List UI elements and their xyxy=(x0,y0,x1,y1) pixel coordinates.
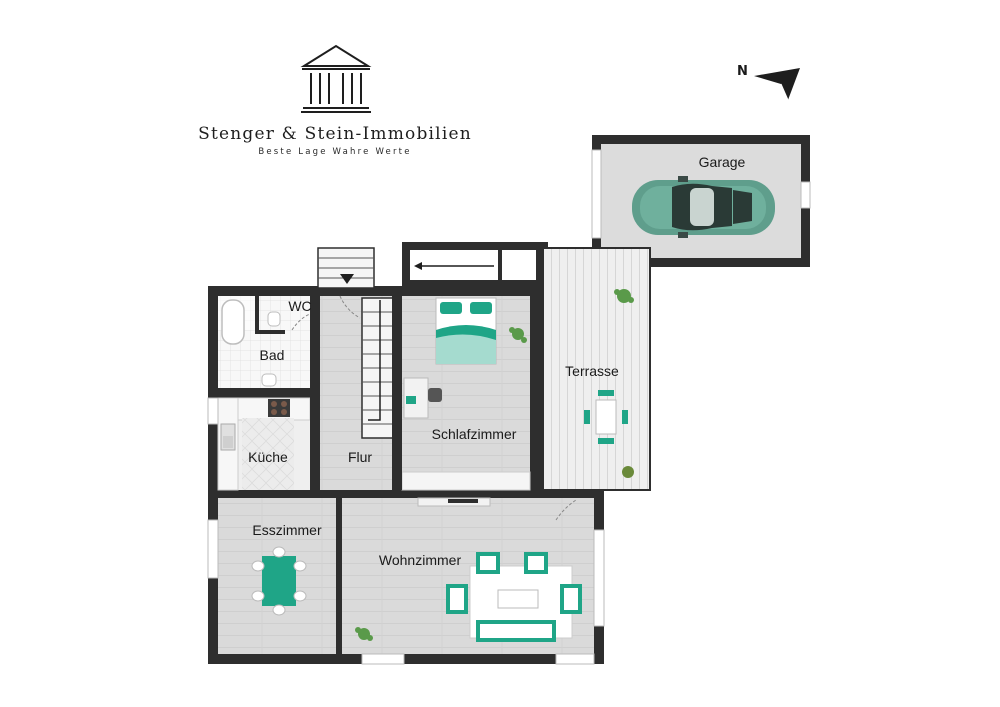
door-swings xyxy=(291,295,577,521)
plant-icon xyxy=(622,466,634,478)
room-label-esszimmer: Esszimmer xyxy=(252,522,322,538)
terrace-table-icon xyxy=(584,390,628,444)
esszimmer-room xyxy=(207,498,336,654)
bed-icon xyxy=(435,297,497,365)
room-label-schlafzimmer: Schlafzimmer xyxy=(431,426,517,442)
company-name: Stenger & Stein-Immobilien xyxy=(198,124,472,144)
company-tagline: Beste Lage Wahre Werte xyxy=(258,147,412,157)
room-label-flur: Flur xyxy=(347,449,373,465)
stove-icon xyxy=(268,399,290,417)
sideboard-icon xyxy=(417,497,491,507)
north-arrow-icon xyxy=(754,68,800,101)
wc-room xyxy=(255,296,310,334)
plant-icon xyxy=(614,289,634,303)
north-label: N xyxy=(737,64,748,79)
plant-icon xyxy=(509,327,527,343)
schlafzimmer-room xyxy=(392,296,531,491)
sink-icon xyxy=(220,423,236,451)
storage-block xyxy=(402,242,548,296)
car-icon xyxy=(632,176,775,238)
kueche-room xyxy=(207,397,311,491)
entrance-steps xyxy=(317,247,375,289)
desk-icon xyxy=(403,377,442,419)
room-label-garage: Garage xyxy=(698,154,746,170)
sofa-dining-icon xyxy=(446,552,582,642)
plant-icon xyxy=(355,627,373,641)
logo-building-icon xyxy=(300,44,372,113)
room-label-wohnzimmer: Wohnzimmer xyxy=(378,552,462,568)
terrasse-area xyxy=(536,247,651,491)
room-label-kueche: Küche xyxy=(248,449,288,465)
dining-table-small-icon xyxy=(251,546,307,616)
room-label-wc: WC xyxy=(288,298,312,314)
room-label-terrasse: Terrasse xyxy=(565,363,619,379)
room-label-bad: Bad xyxy=(259,347,285,363)
wohnzimmer-room xyxy=(336,497,605,665)
